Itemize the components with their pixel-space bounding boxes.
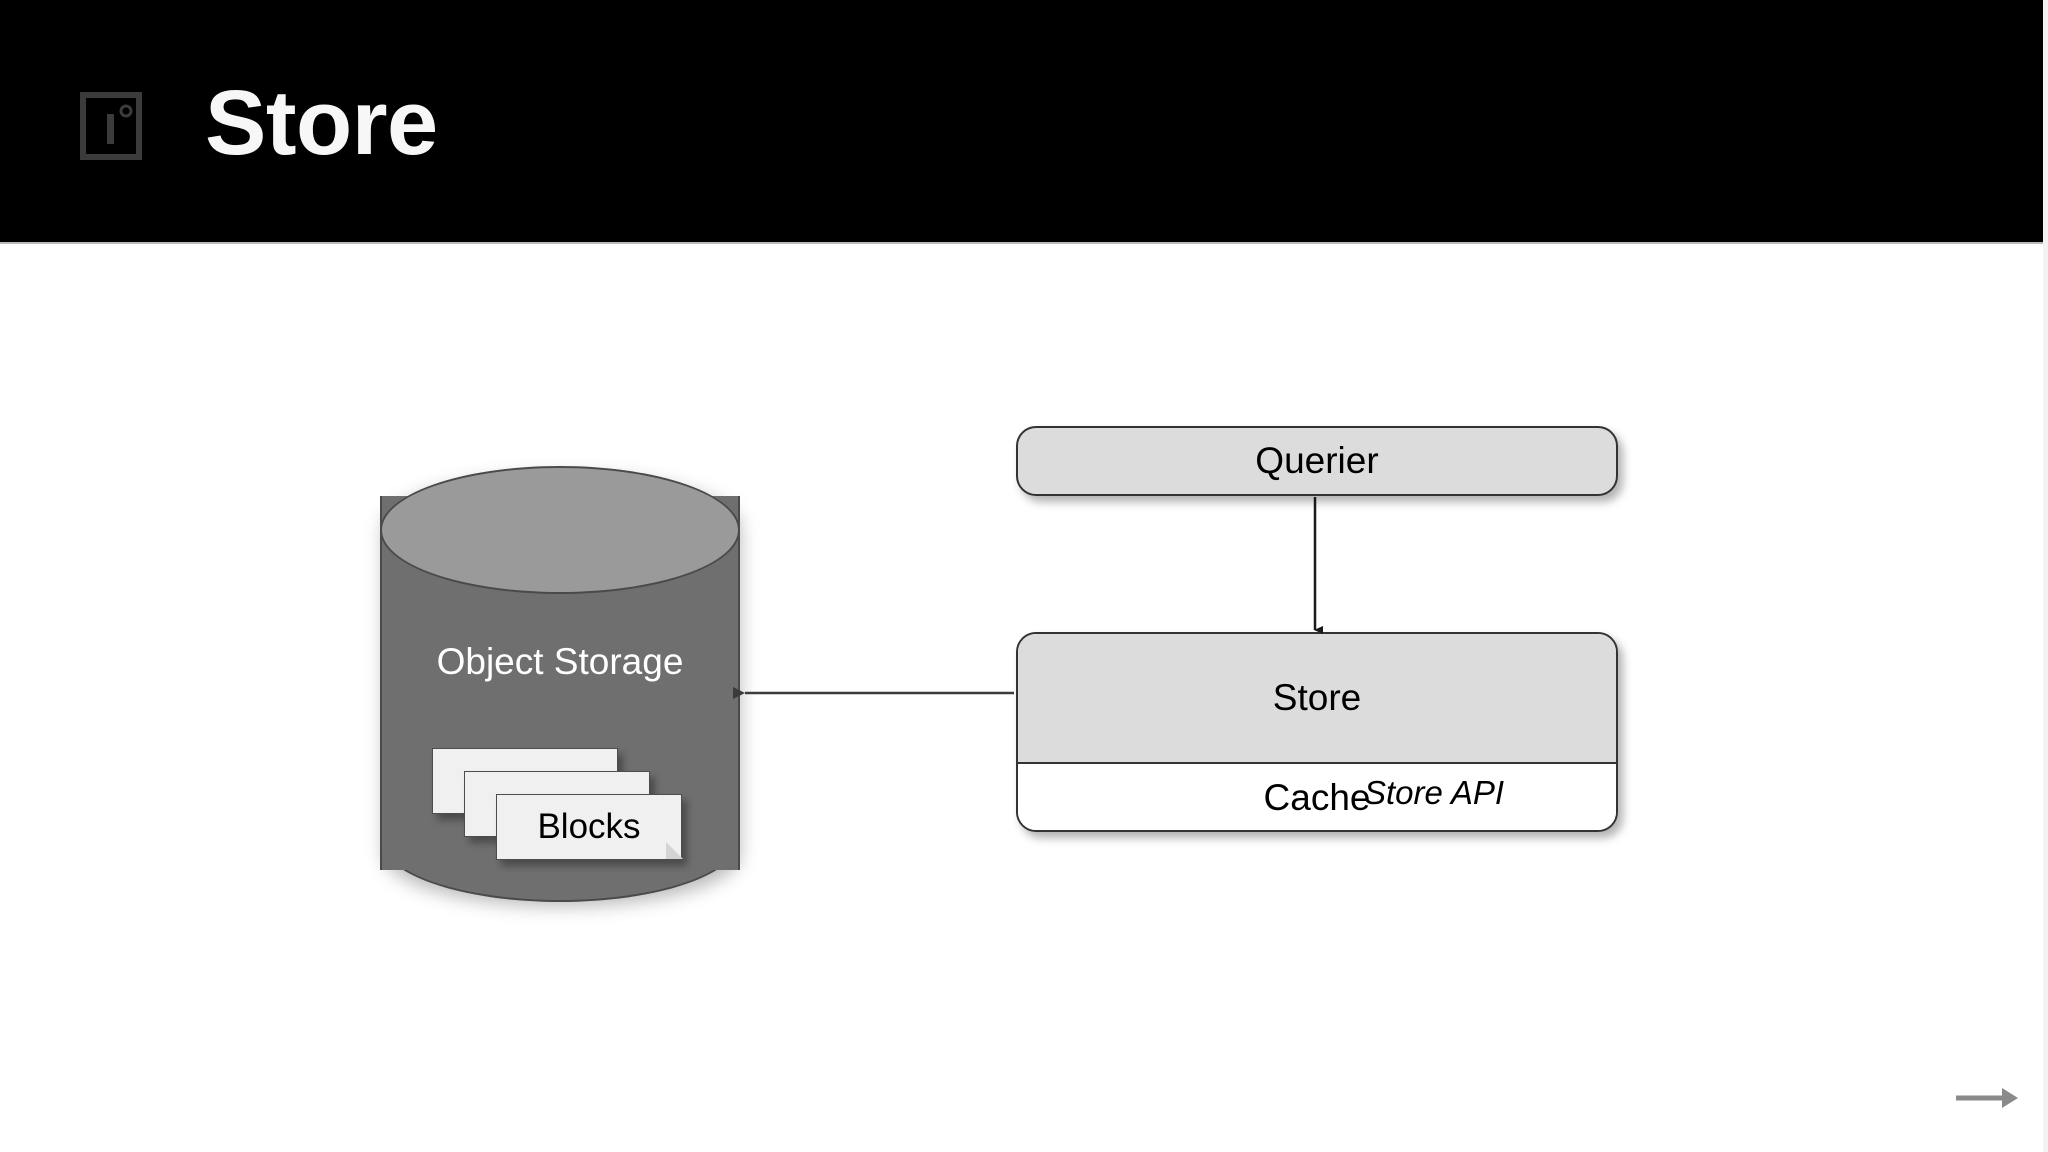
- object-storage-label: Object Storage: [436, 641, 684, 682]
- cache-label: Cache: [1018, 764, 1616, 830]
- store-logo-icon: [80, 92, 142, 160]
- diagram-canvas: Object Storage Blocks Querier Store Cach…: [0, 244, 2043, 1152]
- cylinder-top-ellipse: [380, 466, 740, 594]
- block-note-front: [496, 794, 682, 860]
- blocks-node[interactable]: Blocks: [432, 748, 700, 878]
- store-node[interactable]: Store Cache: [1016, 632, 1618, 832]
- blocks-label: Blocks: [537, 807, 641, 846]
- slide-header: Store: [0, 0, 2043, 244]
- querier-node[interactable]: Querier: [1016, 426, 1618, 496]
- note-fold-corner-icon: [666, 842, 683, 859]
- querier-label: Querier: [1255, 440, 1379, 481]
- edge-label-store-api: Store API: [1364, 774, 1505, 811]
- object-storage-node[interactable]: Object Storage Blocks: [378, 464, 746, 912]
- next-slide-arrow-icon[interactable]: [1954, 1085, 2020, 1111]
- store-label: Store: [1018, 634, 1616, 764]
- page-title: Store: [205, 72, 438, 174]
